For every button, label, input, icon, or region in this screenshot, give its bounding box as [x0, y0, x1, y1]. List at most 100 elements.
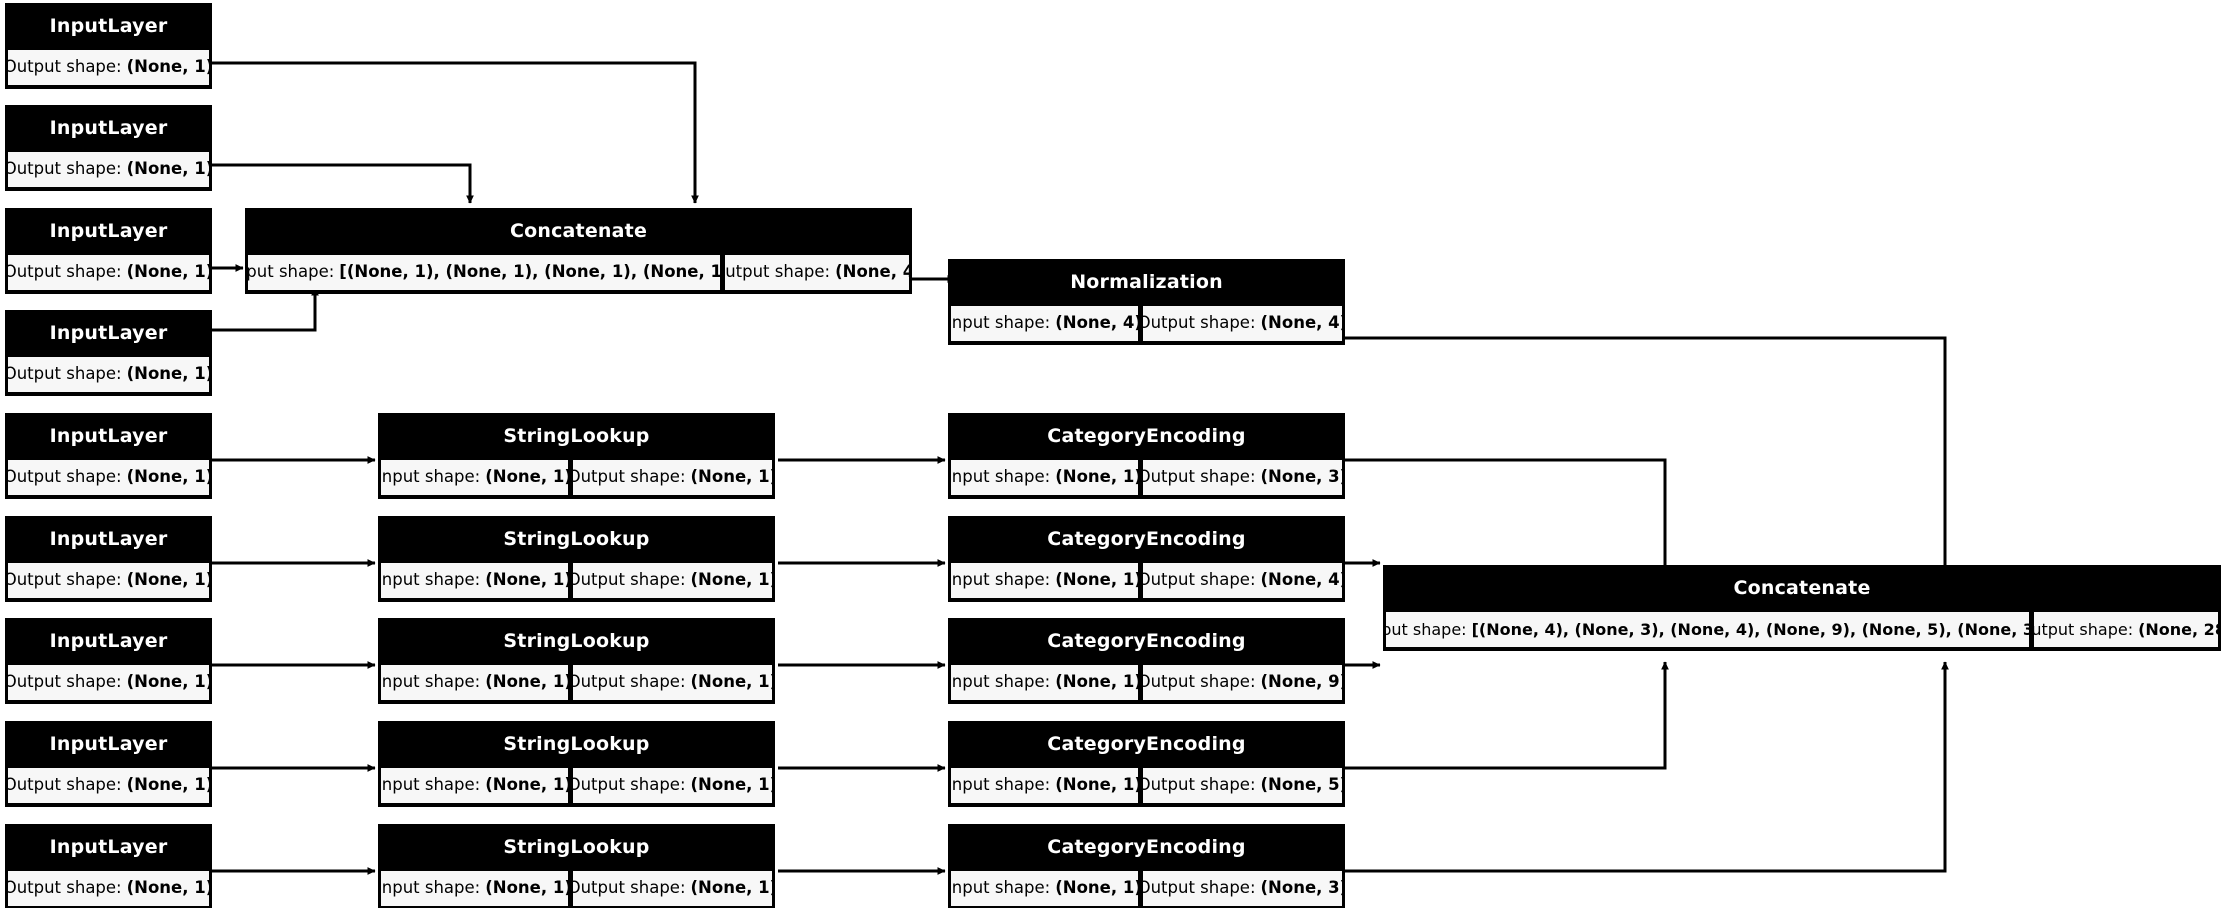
input-shape-label: Input shape: — [380, 672, 481, 692]
node-input-layer-6[interactable]: InputLayer Output shape: (None, 1) — [5, 516, 212, 602]
node-concatenate-numeric[interactable]: Concatenate Input shape: [(None, 1), (No… — [245, 208, 912, 294]
output-shape-value: (None, 1) — [126, 467, 210, 487]
node-title: Concatenate — [247, 210, 910, 254]
output-shape-cell: Output shape: (None, 1) — [7, 870, 210, 907]
input-shape-value: [(None, 1), (None, 1), (None, 1), (None,… — [339, 262, 721, 282]
input-shape-cell: Input shape: (None, 1) — [380, 459, 569, 496]
node-input-layer-4[interactable]: InputLayer Output shape: (None, 1) — [5, 310, 212, 396]
output-shape-cell: Output shape: (None, 28) — [2033, 611, 2219, 648]
output-shape-cell: Output shape: (None, 1) — [7, 151, 210, 188]
output-shape-label: Output shape: — [571, 672, 686, 692]
output-shape-value: (None, 9) — [1260, 672, 1343, 692]
input-shape-label: Input shape: — [1386, 619, 1467, 639]
node-concatenate-final[interactable]: Concatenate Input shape: [(None, 4), (No… — [1383, 565, 2221, 651]
node-input-layer-1[interactable]: InputLayer Output shape: (None, 1) — [5, 3, 212, 89]
edge-ce4-to-final-concat — [1345, 661, 1669, 770]
output-shape-value: (None, 1) — [690, 570, 773, 590]
input-shape-label: Input shape: — [950, 775, 1051, 795]
node-input-layer-2[interactable]: InputLayer Output shape: (None, 1) — [5, 105, 212, 191]
edge-input1-to-concat — [212, 61, 699, 204]
node-category-encoding-5[interactable]: CategoryEncoding Input shape: (None, 1) … — [948, 824, 1345, 908]
node-shape-row: Input shape: (None, 1) Output shape: (No… — [950, 767, 1343, 805]
output-shape-label: Output shape: — [571, 467, 686, 487]
input-shape-label: Input shape: — [950, 313, 1051, 333]
output-shape-value: (None, 1) — [690, 672, 773, 692]
node-shape-row: Input shape: (None, 1) Output shape: (No… — [380, 664, 773, 702]
node-shape-row: Input shape: [(None, 4), (None, 3), (Non… — [1385, 611, 2219, 649]
edge-ce5-to-final-concat — [1345, 661, 1949, 873]
output-shape-cell: Output shape: (None, 1) — [7, 49, 210, 86]
node-title: StringLookup — [380, 723, 773, 767]
node-title: StringLookup — [380, 620, 773, 664]
node-title: Concatenate — [1385, 567, 2219, 611]
node-string-lookup-4[interactable]: StringLookup Input shape: (None, 1) Outp… — [378, 721, 775, 807]
output-shape-label: Output shape: — [7, 878, 122, 898]
output-shape-value: (None, 1) — [126, 262, 210, 282]
node-title: StringLookup — [380, 518, 773, 562]
edge-ce1-to-final-concat — [1345, 458, 1669, 577]
node-title: InputLayer — [7, 5, 210, 49]
node-string-lookup-2[interactable]: StringLookup Input shape: (None, 1) Outp… — [378, 516, 775, 602]
output-shape-value: (None, 1) — [126, 878, 210, 898]
output-shape-label: Output shape: — [571, 775, 686, 795]
input-shape-label: Input shape: — [380, 775, 481, 795]
input-shape-value: (None, 1) — [1055, 878, 1139, 898]
output-shape-cell: Output shape: (None, 1) — [571, 459, 773, 496]
input-shape-cell: Input shape: (None, 1) — [950, 562, 1139, 599]
output-shape-label: Output shape: — [1141, 467, 1256, 487]
node-input-layer-7[interactable]: InputLayer Output shape: (None, 1) — [5, 618, 212, 704]
output-shape-label: Output shape: — [7, 672, 122, 692]
node-category-encoding-1[interactable]: CategoryEncoding Input shape: (None, 1) … — [948, 413, 1345, 499]
node-title: InputLayer — [7, 107, 210, 151]
node-input-layer-9[interactable]: InputLayer Output shape: (None, 1) — [5, 824, 212, 908]
output-shape-value: (None, 1) — [690, 775, 773, 795]
output-shape-cell: Output shape: (None, 1) — [571, 870, 773, 907]
node-string-lookup-1[interactable]: StringLookup Input shape: (None, 1) Outp… — [378, 413, 775, 499]
output-shape-label: Output shape: — [1141, 775, 1256, 795]
node-title: Normalization — [950, 261, 1343, 305]
node-string-lookup-5[interactable]: StringLookup Input shape: (None, 1) Outp… — [378, 824, 775, 908]
input-shape-value: (None, 1) — [485, 672, 569, 692]
output-shape-cell: Output shape: (None, 9) — [1141, 664, 1343, 701]
input-shape-label: Input shape: — [380, 878, 481, 898]
output-shape-cell: Output shape: (None, 1) — [7, 767, 210, 804]
node-shape-row: Output shape: (None, 1) — [7, 459, 210, 497]
output-shape-label: Output shape: — [1141, 672, 1256, 692]
node-input-layer-8[interactable]: InputLayer Output shape: (None, 1) — [5, 721, 212, 807]
node-title: CategoryEncoding — [950, 723, 1343, 767]
node-shape-row: Input shape: (None, 1) Output shape: (No… — [950, 870, 1343, 908]
output-shape-cell: Output shape: (None, 4) — [1141, 562, 1343, 599]
node-title: CategoryEncoding — [950, 826, 1343, 870]
input-shape-value: (None, 1) — [1055, 775, 1139, 795]
output-shape-value: (None, 1) — [690, 467, 773, 487]
node-category-encoding-4[interactable]: CategoryEncoding Input shape: (None, 1) … — [948, 721, 1345, 807]
output-shape-value: (None, 1) — [690, 878, 773, 898]
node-title: CategoryEncoding — [950, 415, 1343, 459]
node-title: InputLayer — [7, 826, 210, 870]
node-shape-row: Input shape: (None, 1) Output shape: (No… — [950, 459, 1343, 497]
node-category-encoding-2[interactable]: CategoryEncoding Input shape: (None, 1) … — [948, 516, 1345, 602]
node-input-layer-3[interactable]: InputLayer Output shape: (None, 1) — [5, 208, 212, 294]
output-shape-label: Output shape: — [2034, 619, 2134, 639]
node-title: InputLayer — [7, 415, 210, 459]
node-shape-row: Input shape: (None, 1) Output shape: (No… — [950, 562, 1343, 600]
output-shape-value: (None, 3) — [1260, 467, 1343, 487]
node-title: InputLayer — [7, 723, 210, 767]
node-category-encoding-3[interactable]: CategoryEncoding Input shape: (None, 1) … — [948, 618, 1345, 704]
output-shape-cell: Output shape: (None, 3) — [1141, 459, 1343, 496]
node-title: InputLayer — [7, 620, 210, 664]
node-shape-row: Input shape: [(None, 1), (None, 1), (Non… — [247, 254, 910, 292]
node-title: StringLookup — [380, 415, 773, 459]
output-shape-cell: Output shape: (None, 1) — [571, 767, 773, 804]
output-shape-value: (None, 1) — [126, 775, 210, 795]
node-string-lookup-3[interactable]: StringLookup Input shape: (None, 1) Outp… — [378, 618, 775, 704]
input-shape-label: Input shape: — [950, 672, 1051, 692]
output-shape-cell: Output shape: (None, 1) — [7, 562, 210, 599]
output-shape-cell: Output shape: (None, 1) — [571, 664, 773, 701]
input-shape-cell: Input shape: (None, 4) — [950, 305, 1139, 342]
input-shape-value: (None, 1) — [1055, 467, 1139, 487]
node-normalization[interactable]: Normalization Input shape: (None, 4) Out… — [948, 259, 1345, 345]
node-title: InputLayer — [7, 312, 210, 356]
output-shape-value: (None, 28) — [2138, 619, 2218, 639]
node-input-layer-5[interactable]: InputLayer Output shape: (None, 1) — [5, 413, 212, 499]
